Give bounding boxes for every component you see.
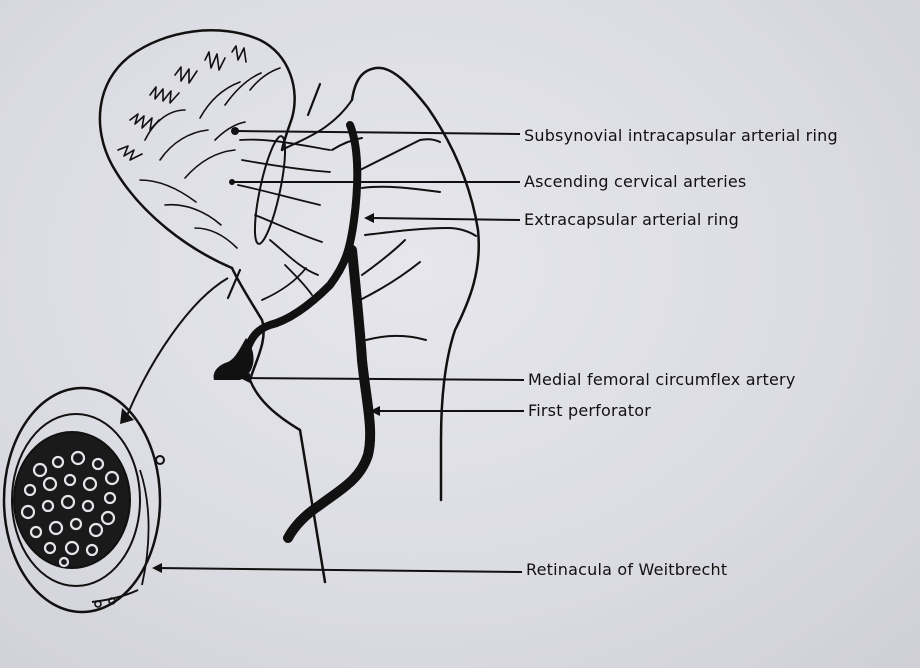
first-perforator-artery <box>288 250 370 538</box>
label-retinacula: Retinacula of Weitbrecht <box>526 560 727 579</box>
leader-arrowheads <box>152 127 380 573</box>
label-ascending-cervical: Ascending cervical arteries <box>524 172 746 191</box>
femoral-neck-upper <box>282 100 352 150</box>
femoral-head-outline <box>100 30 295 268</box>
curved-arrow <box>126 278 228 418</box>
femoral-neck-lower <box>232 268 325 582</box>
cross-section <box>4 388 164 612</box>
vessel-small-top <box>156 456 164 464</box>
label-extracapsular-ring: Extracapsular arterial ring <box>524 210 739 229</box>
label-medial-circumflex: Medial femoral circumflex artery <box>528 370 796 389</box>
medial-circumflex-stump <box>214 338 254 380</box>
capsule-line-upper <box>308 84 320 115</box>
fovea-oval <box>249 134 291 246</box>
leader-lines <box>156 131 524 572</box>
cross-section-core <box>14 432 130 568</box>
label-first-perforator: First perforator <box>528 401 651 420</box>
label-subsynovial-ring: Subsynovial intracapsular arterial ring <box>524 126 838 145</box>
curved-arrow-head <box>120 408 134 424</box>
